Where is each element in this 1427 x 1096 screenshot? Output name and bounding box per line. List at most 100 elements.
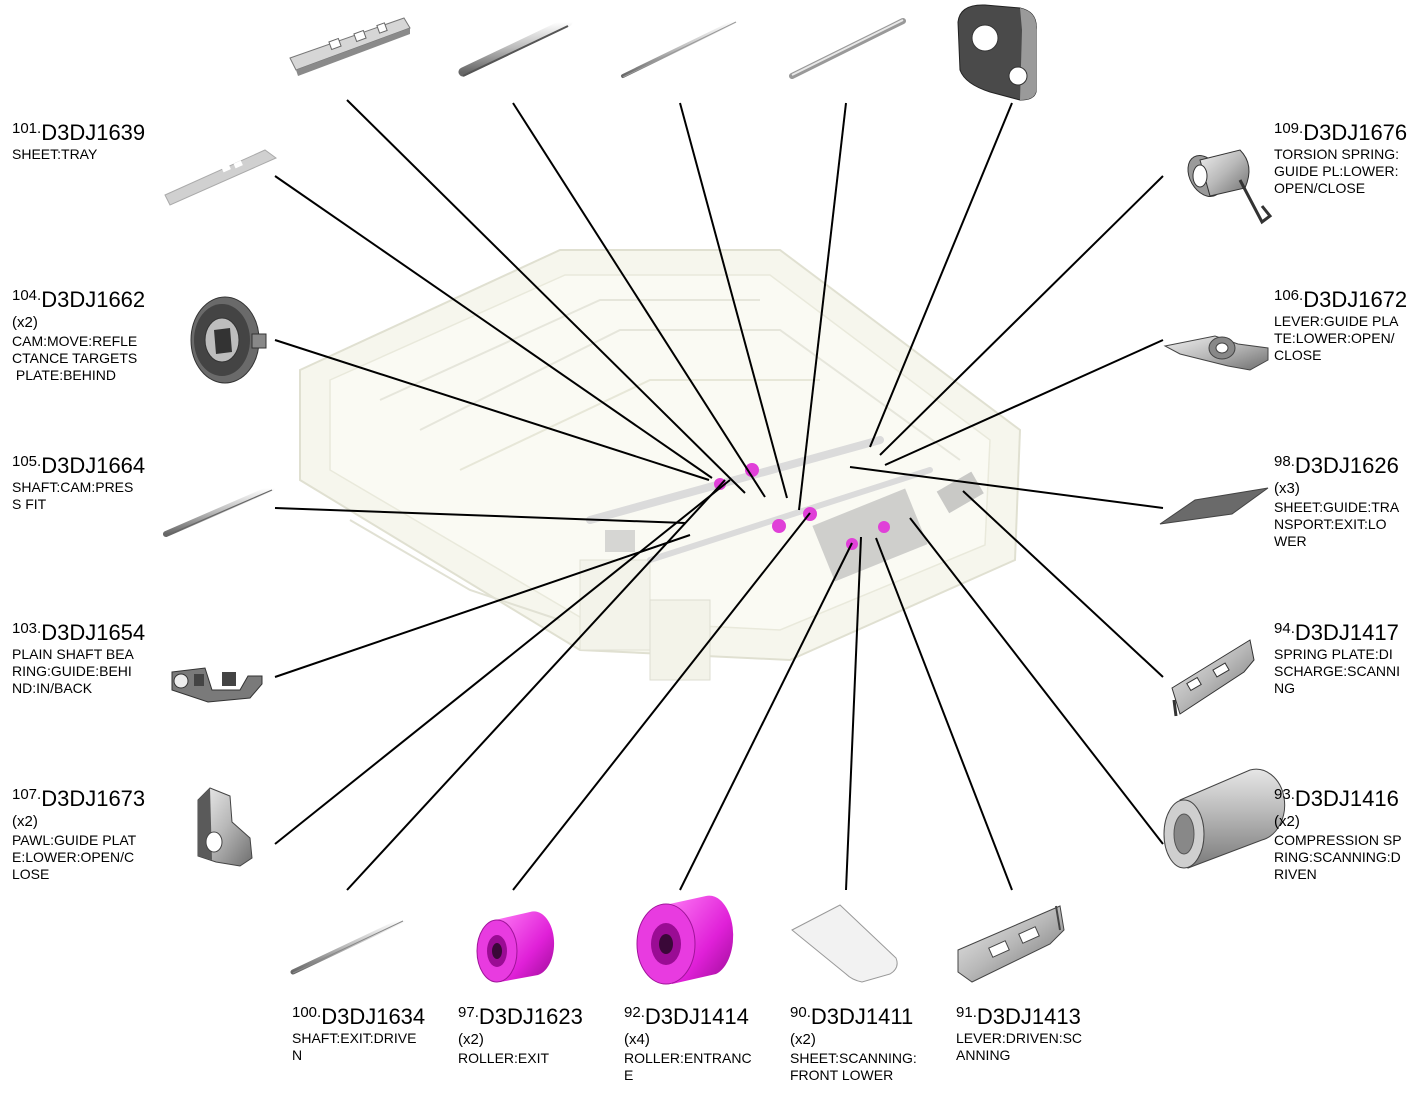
- part-description-line: LEVER:GUIDE PLA: [1274, 313, 1399, 330]
- part-description-line: SPRING PLATE:DI: [1274, 646, 1393, 663]
- part-number-dot: .: [317, 1004, 322, 1021]
- part-number: 105: [12, 453, 38, 470]
- part-description-line: CAM:MOVE:REFLE: [12, 332, 138, 349]
- part-title: 105.D3DJ1664: [12, 453, 145, 478]
- part-number-dot: .: [1290, 453, 1295, 470]
- part-number-dot: .: [37, 453, 42, 470]
- part-quantity: (x2): [12, 813, 38, 831]
- part-number-dot: .: [1299, 120, 1304, 137]
- guide-rail-part: [458, 17, 573, 77]
- part-code: D3DJ1639: [41, 120, 146, 145]
- part-description-line: CTANCE TARGETS: [12, 349, 138, 366]
- exit-roller-part: [476, 911, 555, 983]
- lever-part: [1163, 335, 1269, 371]
- part-code: D3DJ1662: [41, 287, 146, 312]
- part-number: 107: [12, 786, 38, 803]
- part-title: 104.D3DJ1662: [12, 287, 145, 312]
- part-description-line: SHEET:SCANNING:: [790, 1049, 917, 1066]
- part-description-line: N: [292, 1047, 303, 1064]
- part-title: 107.D3DJ1673: [12, 786, 145, 811]
- bracket-part: [957, 4, 1037, 101]
- part-description-line: CLOSE: [1274, 347, 1322, 364]
- part-code: D3DJ1411: [810, 1004, 914, 1029]
- part-description-line: LEVER:DRIVEN:SC: [956, 1030, 1083, 1047]
- part-title: 103.D3DJ1654: [12, 620, 145, 645]
- part-number-dot: .: [972, 1004, 977, 1021]
- exit-shaft-part: [290, 917, 406, 975]
- part-number: 101: [12, 120, 38, 137]
- part-description-line: TORSION SPRING:: [1274, 146, 1399, 163]
- shaft-top-part: [789, 18, 906, 79]
- entrance-roller-part: [636, 895, 734, 985]
- part-description-line: GUIDE PL:LOWER:: [1274, 163, 1399, 180]
- part-title: 100.D3DJ1634: [292, 1004, 425, 1029]
- pawl-part: [197, 787, 253, 867]
- part-description-line: SHEET:TRAY: [12, 146, 98, 163]
- part-title: 98.D3DJ1626: [1274, 453, 1399, 478]
- part-number: 100: [292, 1004, 318, 1021]
- callout-90: 90.D3DJ1411(x2)SHEET:SCANNING:FRONT LOWE…: [790, 1004, 917, 1084]
- cam-part: [190, 296, 267, 384]
- part-description: ROLLER:EXIT: [458, 1050, 583, 1067]
- part-description-line: ROLLER:EXIT: [458, 1049, 550, 1066]
- callout-97: 97.D3DJ1623(x2)ROLLER:EXIT: [458, 1004, 583, 1067]
- part-quantity: (x2): [1274, 813, 1300, 831]
- part-title: 109.D3DJ1676: [1274, 120, 1407, 145]
- part-number: 104: [12, 287, 38, 304]
- part-description-line: E: [624, 1066, 634, 1083]
- guide-sheet-part: [1159, 487, 1269, 525]
- part-number: 90: [790, 1004, 807, 1021]
- part-description-line: COMPRESSION SP: [1274, 831, 1402, 848]
- part-number-dot: .: [1290, 786, 1295, 803]
- part-code: D3DJ1416: [1294, 786, 1399, 811]
- part-description-line: SCHARGE:SCANNI: [1274, 663, 1401, 680]
- part-code: D3DJ1413: [976, 1004, 1081, 1029]
- main-assembly: [299, 249, 1022, 681]
- part-quantity: (x3): [1274, 480, 1300, 498]
- part-code: D3DJ1634: [321, 1004, 426, 1029]
- part-number: 106: [1274, 287, 1300, 304]
- part-description-line: PLAIN SHAFT BEA: [12, 646, 134, 663]
- sheet-top-part: [289, 17, 411, 76]
- part-title: 94.D3DJ1417: [1274, 620, 1400, 645]
- part-number-dot: .: [37, 786, 42, 803]
- part-code: D3DJ1417: [1294, 620, 1399, 645]
- part-number-dot: .: [474, 1004, 479, 1021]
- part-description-line: TE:LOWER:OPEN/: [1274, 330, 1395, 347]
- part-description-line: NSPORT:EXIT:LO: [1274, 515, 1387, 532]
- part-number: 93: [1274, 786, 1291, 803]
- part-description-line: SHEET:GUIDE:TRA: [1274, 498, 1400, 515]
- part-title: 90.D3DJ1411: [790, 1004, 917, 1029]
- part-description-line: PLATE:BEHIND: [12, 366, 116, 383]
- part-description-line: NG: [1274, 680, 1295, 697]
- part-description: TORSION SPRING:GUIDE PL:LOWER:OPEN/CLOSE: [1274, 146, 1407, 197]
- tray-sheet-part: [164, 149, 277, 206]
- part-description-line: SHAFT:CAM:PRES: [12, 479, 134, 496]
- scanning-sheet-part: [791, 904, 898, 983]
- part-description-line: RING:SCANNING:D: [1274, 848, 1401, 865]
- leader-lines: [274, 99, 1164, 891]
- part-number-dot: .: [37, 287, 42, 304]
- compression-spring-part: [1163, 768, 1286, 869]
- part-description-line: ND:IN/BACK: [12, 680, 93, 697]
- part-description-line: S FIT: [12, 496, 47, 513]
- part-description-line: RING:GUIDE:BEHI: [12, 663, 132, 680]
